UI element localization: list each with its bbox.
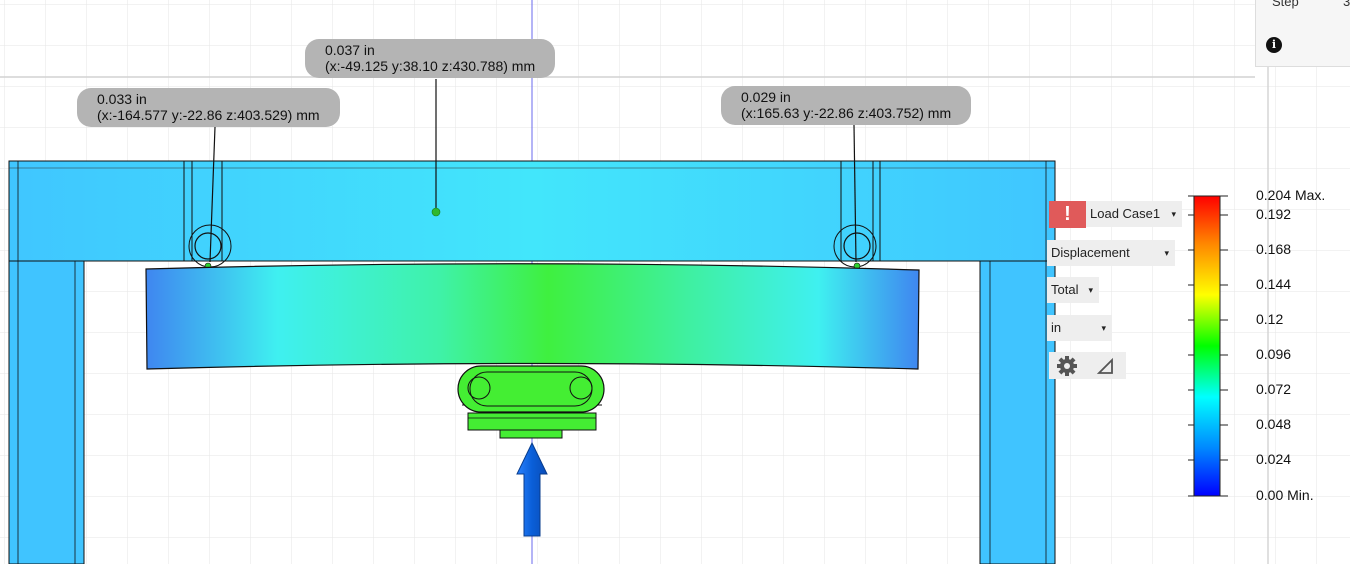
legend-color-bar bbox=[1193, 195, 1221, 497]
legend-tick-label: 0.168 bbox=[1256, 241, 1292, 257]
gear-icon[interactable] bbox=[1057, 356, 1077, 376]
step-label: Step bbox=[1272, 0, 1299, 9]
chevron-down-icon: ▾ bbox=[1164, 248, 1169, 258]
legend-tick-label: 0.192 bbox=[1256, 206, 1292, 222]
info-icon[interactable]: i bbox=[1266, 37, 1282, 53]
legend-tick-label: 0.204 Max. bbox=[1256, 187, 1326, 203]
legend-tick-label: 0.096 bbox=[1256, 346, 1292, 362]
step-panel: Step 3 i bbox=[1255, 0, 1350, 67]
frame-left-leg bbox=[8, 260, 85, 565]
step-value: 3 bbox=[1343, 0, 1350, 9]
load-case-label: Load Case1 bbox=[1090, 206, 1161, 221]
frame bbox=[8, 160, 1056, 565]
legend-settings-row bbox=[1049, 352, 1126, 379]
probe-coords: (x:165.63 y:-22.86 z:403.752) mm bbox=[741, 105, 952, 121]
load-fixture bbox=[457, 365, 605, 439]
component-dropdown[interactable]: Total ▾ bbox=[1047, 277, 1099, 303]
probe-point[interactable] bbox=[431, 207, 441, 217]
result-type-label: Displacement bbox=[1051, 245, 1130, 260]
legend-tick-label: 0.144 bbox=[1256, 276, 1292, 292]
legend-tick-label: 0.12 bbox=[1256, 311, 1284, 327]
legend-tick-label: 0.072 bbox=[1256, 381, 1292, 397]
probe-label[interactable]: 0.033 in (x:-164.577 y:-22.86 z:403.529)… bbox=[77, 88, 340, 127]
probe-leaders bbox=[209, 79, 857, 263]
load-arrow-icon[interactable] bbox=[516, 441, 548, 537]
component-label: Total bbox=[1051, 282, 1079, 297]
hanger-left bbox=[183, 161, 232, 270]
chevron-down-icon: ▾ bbox=[1088, 285, 1093, 295]
probe-label[interactable]: 0.037 in (x:-49.125 y:38.10 z:430.788) m… bbox=[305, 39, 556, 78]
triangle-icon[interactable] bbox=[1096, 357, 1113, 374]
probe-coords: (x:-49.125 y:38.10 z:430.788) mm bbox=[325, 58, 536, 74]
chevron-down-icon: ▾ bbox=[1101, 323, 1106, 333]
probe-coords: (x:-164.577 y:-22.86 z:403.529) mm bbox=[97, 107, 320, 123]
probe-value: 0.029 in bbox=[741, 89, 791, 105]
legend-tick-label: 0.048 bbox=[1256, 416, 1292, 432]
legend-tick-marks bbox=[1188, 195, 1228, 497]
probe-label[interactable]: 0.029 in (x:165.63 y:-22.86 z:403.752) m… bbox=[721, 86, 972, 125]
load-case-dropdown[interactable]: Load Case1 ▾ bbox=[1086, 201, 1182, 227]
probe-value: 0.037 in bbox=[325, 42, 375, 58]
unit-dropdown[interactable]: in ▾ bbox=[1047, 315, 1112, 341]
warning-icon[interactable]: ! bbox=[1049, 201, 1086, 228]
legend-tick-label: 0.024 bbox=[1256, 451, 1292, 467]
deformed-beam bbox=[145, 263, 920, 370]
result-type-dropdown[interactable]: Displacement ▾ bbox=[1047, 240, 1175, 266]
unit-label: in bbox=[1051, 320, 1062, 335]
legend-tick-label: 0.00 Min. bbox=[1256, 487, 1314, 503]
frame-top-member bbox=[8, 160, 1056, 262]
probe-value: 0.033 in bbox=[97, 91, 147, 107]
chevron-down-icon: ▾ bbox=[1171, 209, 1176, 219]
frame-right-leg bbox=[979, 260, 1056, 565]
